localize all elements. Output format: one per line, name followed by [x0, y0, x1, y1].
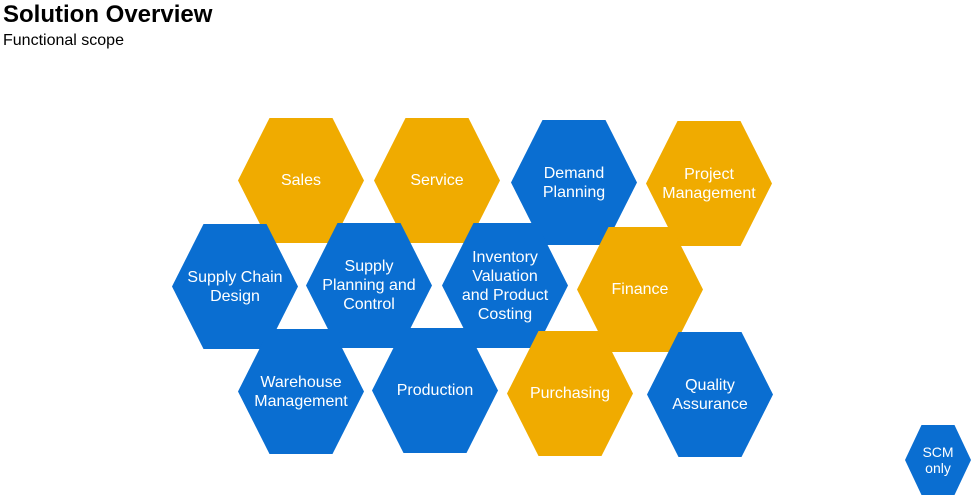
hex-label: Finance — [611, 281, 669, 298]
legend-label: SCM only — [922, 444, 954, 476]
page-title: Solution Overview — [3, 1, 213, 28]
hex-label: Service — [410, 172, 464, 189]
hex-warehouse-management: Warehouse Management — [238, 329, 364, 454]
hex-label: Warehouse Management — [254, 373, 348, 410]
hex-production: Production — [372, 328, 498, 453]
hex-label: Production — [396, 382, 474, 399]
page-subtitle: Functional scope — [3, 32, 124, 49]
hex-label: Supply Chain Design — [187, 268, 283, 305]
hex-label: Demand Planning — [542, 164, 606, 201]
hex-purchasing: Purchasing — [507, 331, 633, 456]
hex-label: Project Management — [662, 165, 756, 202]
hex-label: Supply Planning and Control — [322, 258, 416, 313]
hex-label: Purchasing — [529, 385, 611, 402]
hex-quality-assurance: Quality Assurance — [647, 332, 773, 457]
hex-label: Quality Assurance — [672, 376, 748, 413]
hex-label: Inventory Valuation and Product Costing — [461, 248, 549, 323]
hex-label: Sales — [280, 172, 322, 189]
legend-scm-only: SCM only — [905, 425, 971, 495]
